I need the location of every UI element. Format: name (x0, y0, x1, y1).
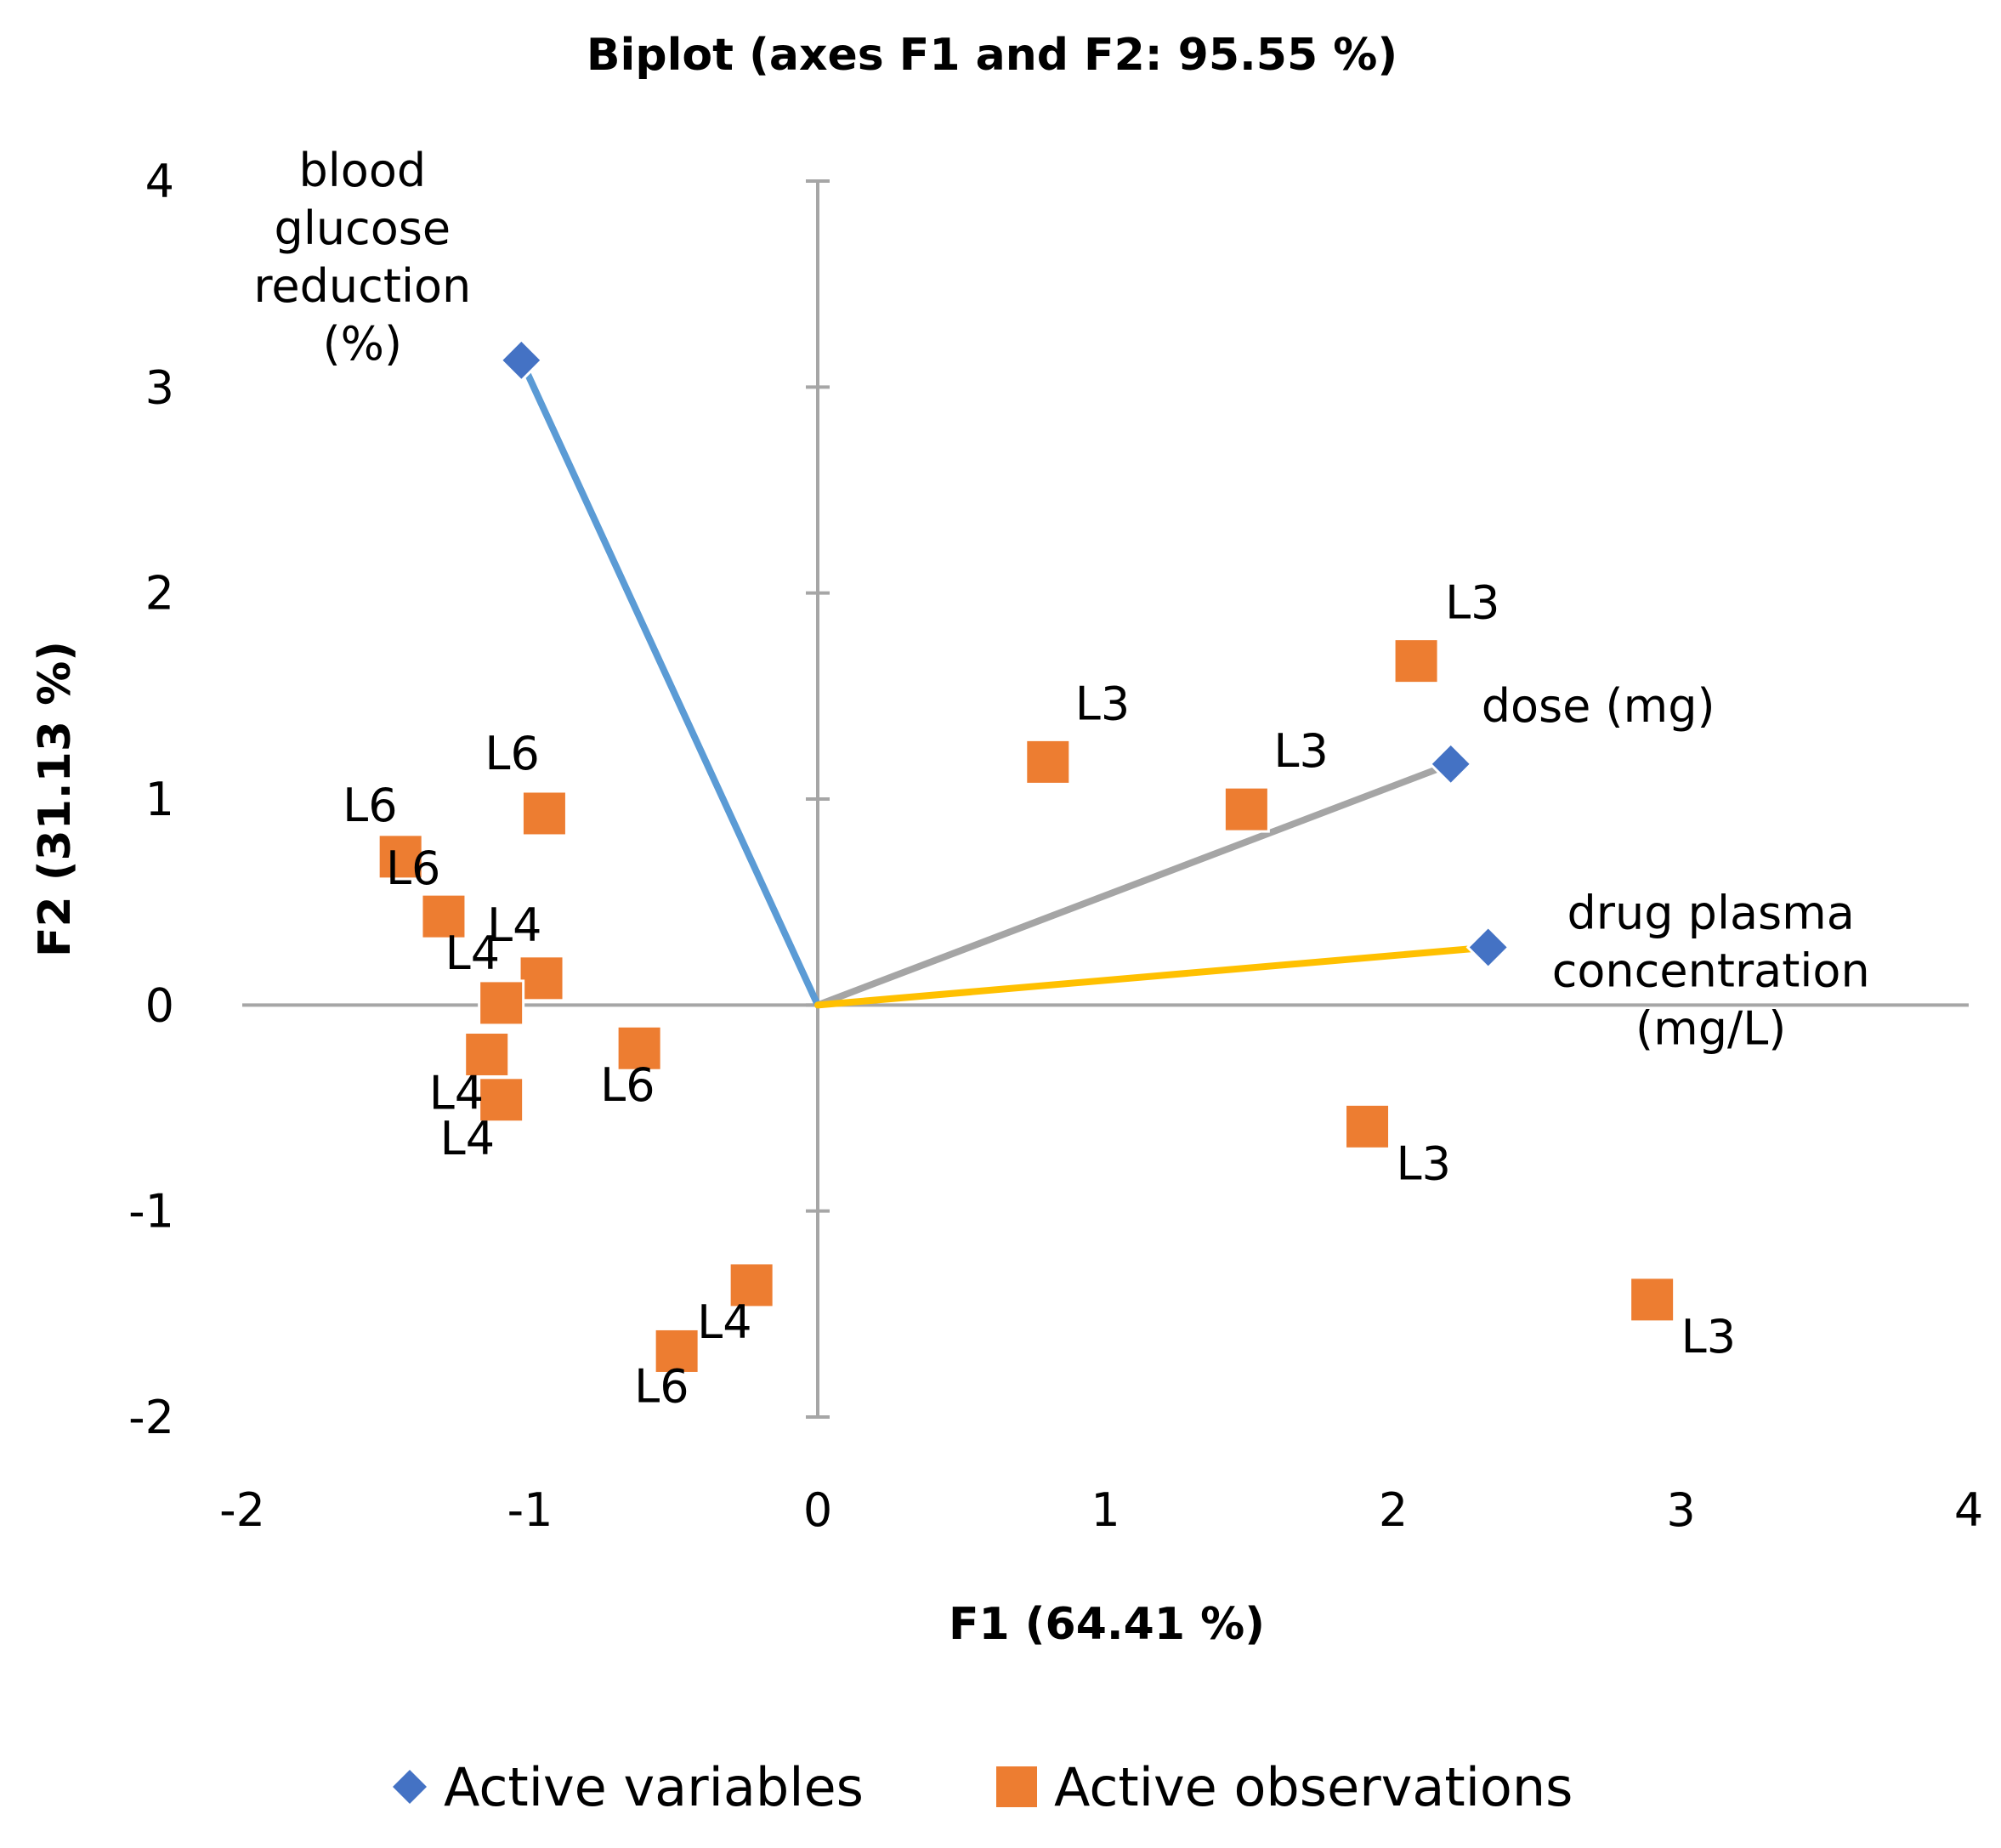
y-tick-label: -2 (128, 1391, 174, 1444)
observation-label: L6 (485, 727, 539, 780)
variable-label-line: glucose (275, 201, 451, 255)
observation-point (520, 790, 568, 837)
observation-label: L6 (386, 842, 440, 895)
legend: Active variables Active observations (393, 1756, 1573, 1818)
x-axis-title: F1 (64.41 %) (949, 1599, 1265, 1650)
observation-point (478, 979, 525, 1027)
data-points (377, 337, 1676, 1375)
legend-marker-variables (393, 1770, 427, 1804)
observation-label: L3 (1075, 677, 1130, 730)
y-tick-label: 3 (145, 360, 174, 414)
observation-label: L3 (1273, 724, 1328, 778)
observation-label: L3 (1445, 576, 1499, 630)
variable-label-line: drug plasma (1567, 886, 1855, 939)
observation-point (1344, 1103, 1392, 1150)
axes (242, 181, 1969, 1417)
variable-label-line: concentration (1552, 944, 1870, 997)
x-tick-label: 2 (1379, 1483, 1408, 1537)
observation-point (377, 833, 424, 881)
observation-label: L4 (445, 927, 500, 980)
legend-label-variables: Active variables (444, 1756, 864, 1818)
observation-label: L6 (343, 779, 397, 832)
observation-point (653, 1327, 700, 1375)
x-tick-label: -2 (219, 1483, 265, 1537)
variable-vector (518, 356, 821, 1009)
axis-ticks: -2 -1 0 1 2 3 4 -2 -1 0 1 2 3 4 (128, 155, 1983, 1537)
legend-label-observations: Active observations (1054, 1756, 1573, 1818)
chart-title: Biplot (axes F1 and F2: 95.55 %) (587, 30, 1397, 81)
observation-label: L4 (429, 1066, 484, 1120)
observation-label: L6 (600, 1058, 655, 1112)
observation-label: L6 (634, 1359, 689, 1413)
y-tick-label: 1 (145, 773, 174, 826)
legend-marker-observations (996, 1766, 1037, 1807)
observation-label: L4 (487, 898, 541, 952)
variable-vector (814, 760, 1454, 1009)
y-axis-title: F2 (31.13 %) (30, 641, 81, 957)
variable-point (1465, 925, 1511, 970)
observation-label: L4 (440, 1112, 495, 1165)
variable-vectors (518, 356, 1492, 1009)
variable-point (499, 337, 544, 383)
x-tick-label: 3 (1666, 1483, 1695, 1537)
x-tick-label: -1 (507, 1483, 553, 1537)
variable-label-line: (mg/L) (1635, 1001, 1786, 1055)
observation-label: L3 (1681, 1310, 1736, 1363)
observation-point (518, 955, 565, 1002)
observation-label: L4 (697, 1295, 751, 1349)
observation-point (1222, 785, 1270, 833)
y-tick-label: 2 (145, 567, 174, 621)
variable-label-line: dose (mg) (1482, 679, 1715, 733)
x-tick-label: 1 (1091, 1483, 1120, 1537)
y-tick-label: 0 (145, 978, 174, 1032)
observation-point (728, 1261, 775, 1309)
y-tick-label: 4 (145, 155, 174, 208)
x-tick-label: 4 (1954, 1483, 1983, 1537)
observation-point (478, 1076, 525, 1124)
y-tick-label: -1 (128, 1185, 174, 1239)
observation-point (420, 893, 468, 940)
observation-point (615, 1024, 663, 1072)
variable-vector (814, 944, 1492, 1009)
observation-point (1629, 1276, 1676, 1324)
variable-label-line: blood (299, 144, 427, 197)
observation-label: L3 (1397, 1137, 1451, 1190)
observation-point (1024, 738, 1072, 785)
variable-label-line: reduction (253, 259, 471, 313)
variable-label: dose (mg) (1482, 679, 1715, 733)
observation-point (1392, 638, 1440, 685)
x-tick-label: 0 (803, 1483, 832, 1537)
variable-label-line: (%) (323, 317, 402, 371)
variable-point (1428, 741, 1473, 786)
